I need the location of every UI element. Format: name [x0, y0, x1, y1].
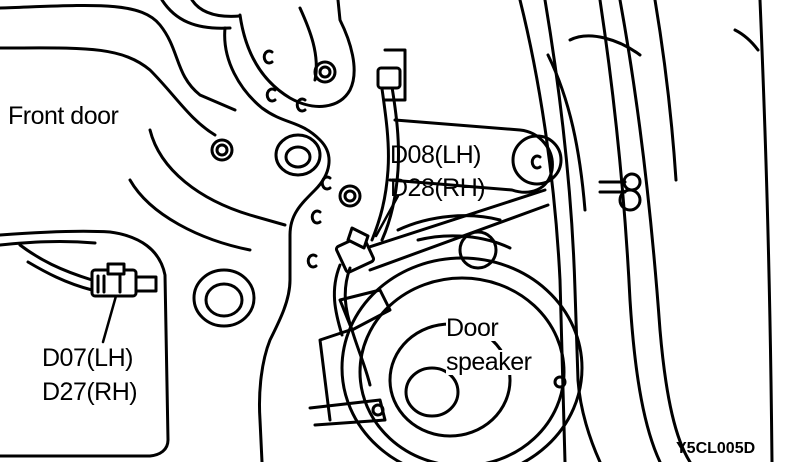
- connector-d08-label: D08(LH): [390, 141, 481, 169]
- bolt-top: [313, 60, 337, 84]
- regulator-pivot: [511, 134, 563, 186]
- door-frame-inner-outline: [0, 46, 217, 137]
- connector-d28-label: D28(RH): [390, 174, 486, 202]
- door-speaker-label-line1: Door: [446, 314, 499, 342]
- door-frame-outline: [0, 3, 237, 112]
- door-speaker-center-cap: [404, 366, 460, 418]
- leader-d08: [374, 194, 400, 238]
- connector-d27-label: D27(RH): [42, 378, 138, 406]
- door-edge-right-3: [758, 0, 774, 462]
- door-edge-right-2: [598, 0, 662, 462]
- inner-panel-outline: [223, 26, 331, 462]
- front-door-label: Front door: [8, 102, 119, 130]
- door-speaker-label-line2: speaker: [446, 348, 532, 376]
- panel-hole-left: [192, 268, 256, 328]
- figure-code: Y5CL005D: [676, 440, 756, 457]
- harness-wire-d08: [370, 73, 390, 242]
- lower-cavity-outline: [0, 229, 170, 458]
- bolt-center: [338, 184, 362, 208]
- regulator-arm-lower: [358, 188, 550, 272]
- bolt-left: [210, 138, 234, 162]
- harness-wire-left: [18, 243, 94, 282]
- connector-d07-label: D07(LH): [42, 344, 133, 372]
- leader-d07: [101, 294, 118, 344]
- clip-top: [376, 66, 402, 90]
- door-edge-right-1: [518, 0, 567, 462]
